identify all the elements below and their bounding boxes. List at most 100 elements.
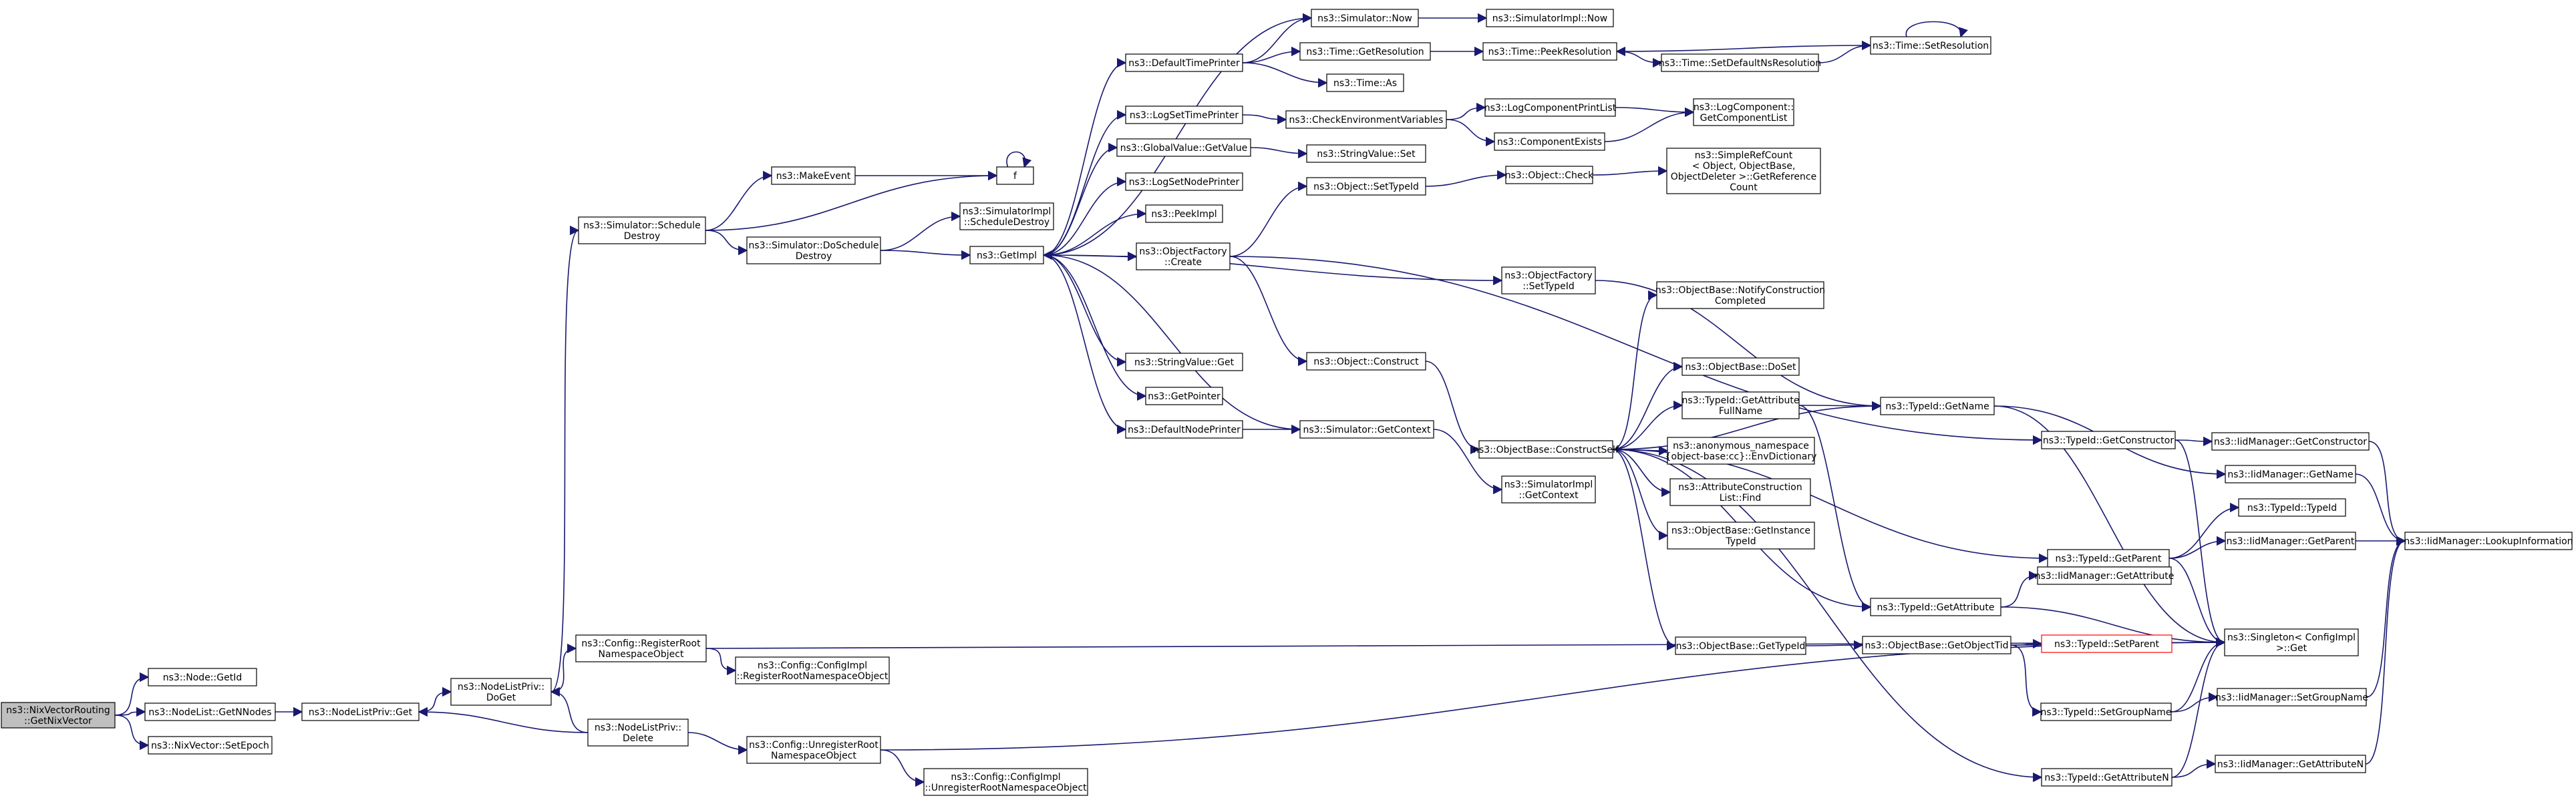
node-tidGetAttr[interactable]: ns3::TypeId::GetAttribute bbox=[1870, 598, 2001, 616]
node-makeEvent[interactable]: ns3::MakeEvent bbox=[771, 166, 856, 185]
edge-objConstruct-to-obConstructSelf bbox=[1425, 361, 1480, 455]
edge-nlpDelete-to-nlpGet bbox=[418, 707, 589, 733]
node-tidGetName[interactable]: ns3::TypeId::GetName bbox=[1880, 397, 1995, 415]
node-timeSetRes[interactable]: ns3::Time::SetResolution bbox=[1870, 36, 1991, 55]
node-peekImpl[interactable]: ns3::PeekImpl bbox=[1145, 204, 1223, 223]
node-simImplSchedDestroy[interactable]: ns3::SimulatorImpl::ScheduleDestroy bbox=[959, 202, 1054, 230]
node-label: {object-base:cc}::EnvDictionary bbox=[1665, 451, 1817, 462]
node-obGetTid[interactable]: ns3::ObjectBase::GetTypeId bbox=[1675, 636, 1806, 655]
node-getPointer[interactable]: ns3::GetPointer bbox=[1145, 387, 1223, 405]
node-logCompPrintList[interactable]: ns3::LogComponentPrintList bbox=[1484, 98, 1617, 117]
node-label: ns3::IidManager::GetConstructor bbox=[2214, 437, 2367, 447]
node-compExists[interactable]: ns3::ComponentExists bbox=[1494, 132, 1605, 151]
edge-nlpGet-to-nlpDoGet bbox=[418, 686, 452, 713]
node-iidGetConstr[interactable]: ns3::IidManager::GetConstructor bbox=[2211, 432, 2370, 451]
node-label: ns3::Node::GetId bbox=[163, 672, 242, 683]
node-label: Completed bbox=[1715, 296, 1766, 307]
node-label: ns3::MakeEvent bbox=[776, 171, 851, 182]
node-label: NamespaceObject bbox=[771, 751, 856, 761]
node-tidGetConstr[interactable]: ns3::TypeId::GetConstructor bbox=[2041, 431, 2176, 449]
node-iidGetName[interactable]: ns3::IidManager::GetName bbox=[2225, 465, 2356, 483]
node-timeSetDefNsRes[interactable]: ns3::Time::SetDefaultNsResolution bbox=[1659, 53, 1821, 72]
node-nlpDoGet[interactable]: ns3::NodeListPriv::DoGet bbox=[450, 678, 552, 706]
node-cfgImplReg[interactable]: ns3::Config::ConfigImpl::RegisterRootNam… bbox=[735, 656, 890, 684]
node-label: ns3::NodeListPriv::Get bbox=[309, 707, 413, 718]
node-defNodePrinter[interactable]: ns3::DefaultNodePrinter bbox=[1125, 420, 1243, 439]
node-singletonGet[interactable]: ns3::Singleton< ConfigImpl >::Get bbox=[2224, 628, 2359, 656]
edge-getImpl-to-svGet bbox=[1043, 254, 1127, 367]
edge-f-to-f bbox=[1006, 151, 1032, 168]
node-timeGetRes[interactable]: ns3::Time::GetResolution bbox=[1299, 42, 1431, 61]
node-svGet[interactable]: ns3::StringValue::Get bbox=[1125, 353, 1243, 371]
node-iidGetAttr[interactable]: ns3::IidManager::GetAttribute bbox=[2035, 566, 2175, 585]
node-label: FullName bbox=[1719, 406, 1762, 417]
node-root[interactable]: ns3::NixVectorRouting::GetNixVector bbox=[1, 702, 116, 729]
node-envDict[interactable]: ns3::anonymous_namespace{object-base:cc}… bbox=[1665, 437, 1817, 465]
node-tidSetParent[interactable]: ns3::TypeId::SetParent bbox=[2041, 634, 2172, 653]
node-box bbox=[1880, 397, 1995, 415]
node-iidSetGroupName[interactable]: ns3::IidManager::SetGroupName bbox=[2215, 688, 2368, 707]
node-label: ns3::LogComponentPrintList bbox=[1484, 103, 1617, 114]
node-label: ns3::SimulatorImpl bbox=[1504, 479, 1593, 490]
node-tidSetGroupName[interactable]: ns3::TypeId::SetGroupName bbox=[2040, 703, 2172, 721]
node-iidLookup[interactable]: ns3::IidManager::LookupInformation bbox=[2404, 532, 2573, 550]
node-cfgUnreg[interactable]: ns3::Config::UnregisterRootNamespaceObje… bbox=[746, 736, 881, 764]
node-cfgImplUnreg[interactable]: ns3::Config::ConfigImpl::UnregisterRootN… bbox=[923, 768, 1088, 796]
node-timeAs[interactable]: ns3::Time::As bbox=[1326, 73, 1404, 92]
node-simSchedDestroy[interactable]: ns3::Simulator::ScheduleDestroy bbox=[578, 216, 706, 244]
node-objCheck[interactable]: ns3::Object::Check bbox=[1505, 166, 1594, 184]
node-checkEnvVars[interactable]: ns3::CheckEnvironmentVariables bbox=[1285, 110, 1447, 129]
node-f[interactable]: f bbox=[996, 166, 1034, 185]
edge-logCompPrintList-to-logCompGetList bbox=[1615, 107, 1695, 118]
node-objConstruct[interactable]: ns3::Object::Construct bbox=[1306, 352, 1426, 371]
node-objFactSetTypeId[interactable]: ns3::ObjectFactory::SetTypeId bbox=[1501, 266, 1596, 294]
node-box bbox=[1116, 138, 1251, 157]
node-box bbox=[1, 702, 116, 729]
node-nlGetNNodes[interactable]: ns3::NodeList::GetNNodes bbox=[144, 703, 276, 721]
node-logSetNodePrinter[interactable]: ns3::LogSetNodePrinter bbox=[1125, 172, 1243, 191]
node-objSetTypeId[interactable]: ns3::Object::SetTypeId bbox=[1306, 177, 1426, 196]
node-cfgRegRoot[interactable]: ns3::Config::RegisterRootNamespaceObject bbox=[575, 634, 707, 662]
edge-obConstructSelf-to-obNotify bbox=[1612, 290, 1658, 450]
node-tidTypeId[interactable]: ns3::TypeId::TypeId bbox=[2238, 498, 2346, 517]
node-simGetContext[interactable]: ns3::Simulator::GetContext bbox=[1299, 420, 1434, 439]
edge-tidSetGroupName-to-iidSetGroupName bbox=[2170, 692, 2219, 713]
node-box bbox=[2217, 688, 2367, 707]
node-label: ns3::NixVector::SetEpoch bbox=[151, 741, 269, 751]
node-tidGetParent[interactable]: ns3::TypeId::GetParent bbox=[2047, 549, 2170, 568]
node-label: ns3::ObjectBase::GetInstance bbox=[1671, 526, 1810, 536]
node-tidGetAttrN[interactable]: ns3::TypeId::GetAttributeN bbox=[2041, 768, 2172, 787]
node-nodeGetId[interactable]: ns3::Node::GetId bbox=[148, 668, 257, 686]
node-defTimePrinter[interactable]: ns3::DefaultTimePrinter bbox=[1125, 53, 1243, 72]
node-timePeekRes[interactable]: ns3::Time::PeekResolution bbox=[1482, 42, 1617, 61]
edge-objFactCreate-to-objSetTypeId bbox=[1229, 181, 1308, 257]
node-simpleRefCount[interactable]: ns3::SimpleRefCount< Object, ObjectBase,… bbox=[1666, 148, 1821, 194]
node-gvGetValue[interactable]: ns3::GlobalValue::GetValue bbox=[1116, 138, 1251, 157]
node-logCompGetList[interactable]: ns3::LogComponent::GetComponentList bbox=[1693, 98, 1794, 126]
node-nlpGet[interactable]: ns3::NodeListPriv::Get bbox=[301, 703, 420, 721]
node-simImplNow[interactable]: ns3::SimulatorImpl::Now bbox=[1486, 9, 1614, 27]
node-label: ns3::ObjectBase::DoSet bbox=[1685, 362, 1796, 373]
node-box bbox=[1285, 110, 1447, 129]
node-svSet[interactable]: ns3::StringValue::Set bbox=[1306, 144, 1426, 163]
node-simImplGetContext[interactable]: ns3::SimulatorImpl::GetContext bbox=[1501, 475, 1596, 504]
node-logSetTimePrinter[interactable]: ns3::LogSetTimePrinter bbox=[1125, 106, 1243, 124]
node-nlpDelete[interactable]: ns3::NodeListPriv::Delete bbox=[587, 719, 689, 747]
node-iidGetParent[interactable]: ns3::IidManager::GetParent bbox=[2225, 532, 2356, 550]
node-iidGetAttrN[interactable]: ns3::IidManager::GetAttributeN bbox=[2215, 755, 2366, 773]
node-objFactCreate[interactable]: ns3::ObjectFactory::Create bbox=[1136, 242, 1231, 270]
node-simNow[interactable]: ns3::Simulator::Now bbox=[1311, 9, 1419, 27]
node-getImpl[interactable]: ns3::GetImpl bbox=[969, 246, 1044, 264]
node-nvSetEpoch[interactable]: ns3::NixVector::SetEpoch bbox=[148, 736, 273, 755]
node-obDoSet[interactable]: ns3::ObjectBase::DoSet bbox=[1681, 357, 1800, 376]
node-obGetObjTid[interactable]: ns3::ObjectBase::GetObjectTid bbox=[1862, 636, 2011, 654]
node-label: ns3::GetPointer bbox=[1148, 391, 1221, 402]
node-obConstructSelf[interactable]: ns3::ObjectBase::ConstructSelf bbox=[1473, 440, 1619, 459]
node-label: ns3::TypeId::GetParent bbox=[2056, 554, 2162, 564]
node-box bbox=[1125, 106, 1243, 124]
node-obNotify[interactable]: ns3::ObjectBase::NotifyConstructionCompl… bbox=[1655, 281, 1825, 309]
